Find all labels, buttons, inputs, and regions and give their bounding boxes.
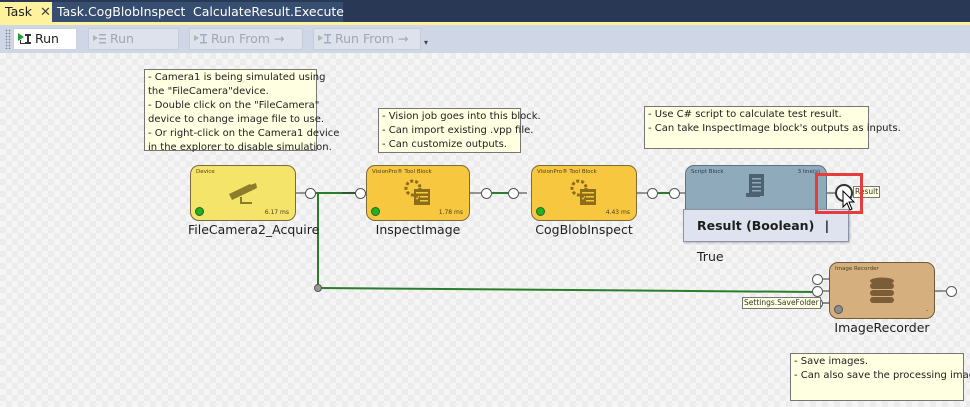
block-filecamera2-acquire[interactable]: Device 6.17 ms [190,165,296,221]
result-port-tooltip: Result [853,186,881,198]
port-recorder-input-1[interactable] [812,274,823,285]
run-from-to-end-button[interactable]: Run From → End [189,28,303,66]
active-tab-underline [0,22,970,25]
savefolder-port-tooltip: Settings.SaveFolder [742,297,821,309]
tab-cogblobinspect[interactable]: Task.CogBlobInspect [52,2,185,22]
status-indicator [195,207,204,216]
highlight-box [815,173,863,214]
note-line: - Vision job goes into this block. [382,111,541,122]
block-header: Image Recorder [835,266,879,272]
port-inspect-input[interactable] [355,188,366,199]
script-icon [746,174,764,197]
status-indicator [834,305,843,314]
status-indicator [536,207,545,216]
result-value: True [697,249,724,264]
block-execution-time: 1.78 ms [438,209,463,216]
run-from-to-button[interactable]: Run From → To [313,28,421,66]
note-line: - Or right-click on the Camera1 device [148,128,340,139]
status-indicator [371,207,380,216]
block-header: VisionPro® Tool Block [372,169,432,175]
note-line: - Save images. [794,356,869,367]
note-line: - Can customize outputs. [382,139,507,150]
note-recorder[interactable]: - Save images. - Can also save the proce… [790,353,970,401]
note-line: - Can take InspectImage block's outputs … [648,123,901,134]
result-separator: | [824,218,830,233]
mouse-cursor-icon [842,190,856,211]
note-line: - Can also save the processing images. [794,370,970,381]
result-name: Result [697,218,742,233]
block-header: Script Block [691,169,724,175]
port-camera-output[interactable] [305,188,316,199]
note-line: in the explorer to disable simulation. [148,142,332,153]
toolblock-icon [570,179,596,205]
block-execution-time: 6.17 ms [264,209,289,216]
block-inspectimage[interactable]: VisionPro® Tool Block 1.78 ms [366,165,470,221]
run-all-icon [18,33,31,44]
close-icon[interactable]: ✕ [39,5,51,20]
result-type: (Boolean) [746,218,815,233]
note-line: - Can import existing .vpp file. [382,125,534,136]
tab-task[interactable]: Task ✕ [0,2,52,22]
block-header: VisionPro® Tool Block [537,169,597,175]
port-blob-input[interactable] [508,188,519,199]
run-selected-icon [93,34,106,44]
note-line: - Use C# script to calculate test result… [648,109,842,120]
camera-icon [229,183,257,204]
block-label-imagerecorder: ImageRecorder [834,320,930,335]
note-line: - Camera1 is being simulated using [148,72,326,83]
note-line: - Double click on the "FileCamera" [148,100,320,111]
tab-calculateresult-execute[interactable]: CalculateResult.Execute [185,2,344,22]
block-imagerecorder[interactable]: Image Recorder - [829,262,935,319]
note-vision[interactable]: - Vision job goes into this block. - Can… [378,108,541,153]
block-cogblobinspect[interactable]: VisionPro® Tool Block 4.43 ms [531,165,637,221]
block-execution-time: 4.43 ms [605,209,630,216]
tab-task-label: Task [5,4,32,19]
block-header: Device [196,169,215,175]
run-from-to-icon [318,34,331,44]
run-from-end-icon [194,34,207,44]
port-script-input[interactable] [669,188,680,199]
block-label-inspectimage: InspectImage [375,222,461,237]
port-recorder-input-image[interactable] [812,286,823,297]
note-camera[interactable]: - Camera1 is being simulated using the "… [144,69,340,153]
toolblock-icon [404,179,430,205]
port-inspect-output[interactable] [481,188,492,199]
note-script[interactable]: - Use C# script to calculate test result… [644,106,901,149]
block-label-filecamera2-acquire: FileCamera2_Acquire [188,222,320,237]
script-line-count: 3 line(s) [797,169,820,175]
document-tab-bar: Task ✕ Task.CogBlobInspect CalculateResul… [0,0,970,22]
run-all-button[interactable]: Run All [13,28,77,66]
database-icon [870,277,894,303]
toolbar: Run All Run Selected Run From → End Run … [0,25,970,66]
block-execution-time: - [925,307,928,314]
toolbar-grip-handle[interactable] [5,29,11,49]
note-line: device to change image file to use. [148,114,325,125]
run-selected-button[interactable]: Run Selected [88,28,179,66]
block-label-cogblobinspect: CogBlobInspect [535,222,633,237]
port-blob-output[interactable] [647,188,658,199]
note-line: the "FileCamera"device. [148,86,269,97]
result-value-popup: Result (Boolean) | True [683,209,849,264]
toolbar-overflow-icon[interactable]: ▾ [424,38,429,47]
port-recorder-output[interactable] [946,286,957,297]
